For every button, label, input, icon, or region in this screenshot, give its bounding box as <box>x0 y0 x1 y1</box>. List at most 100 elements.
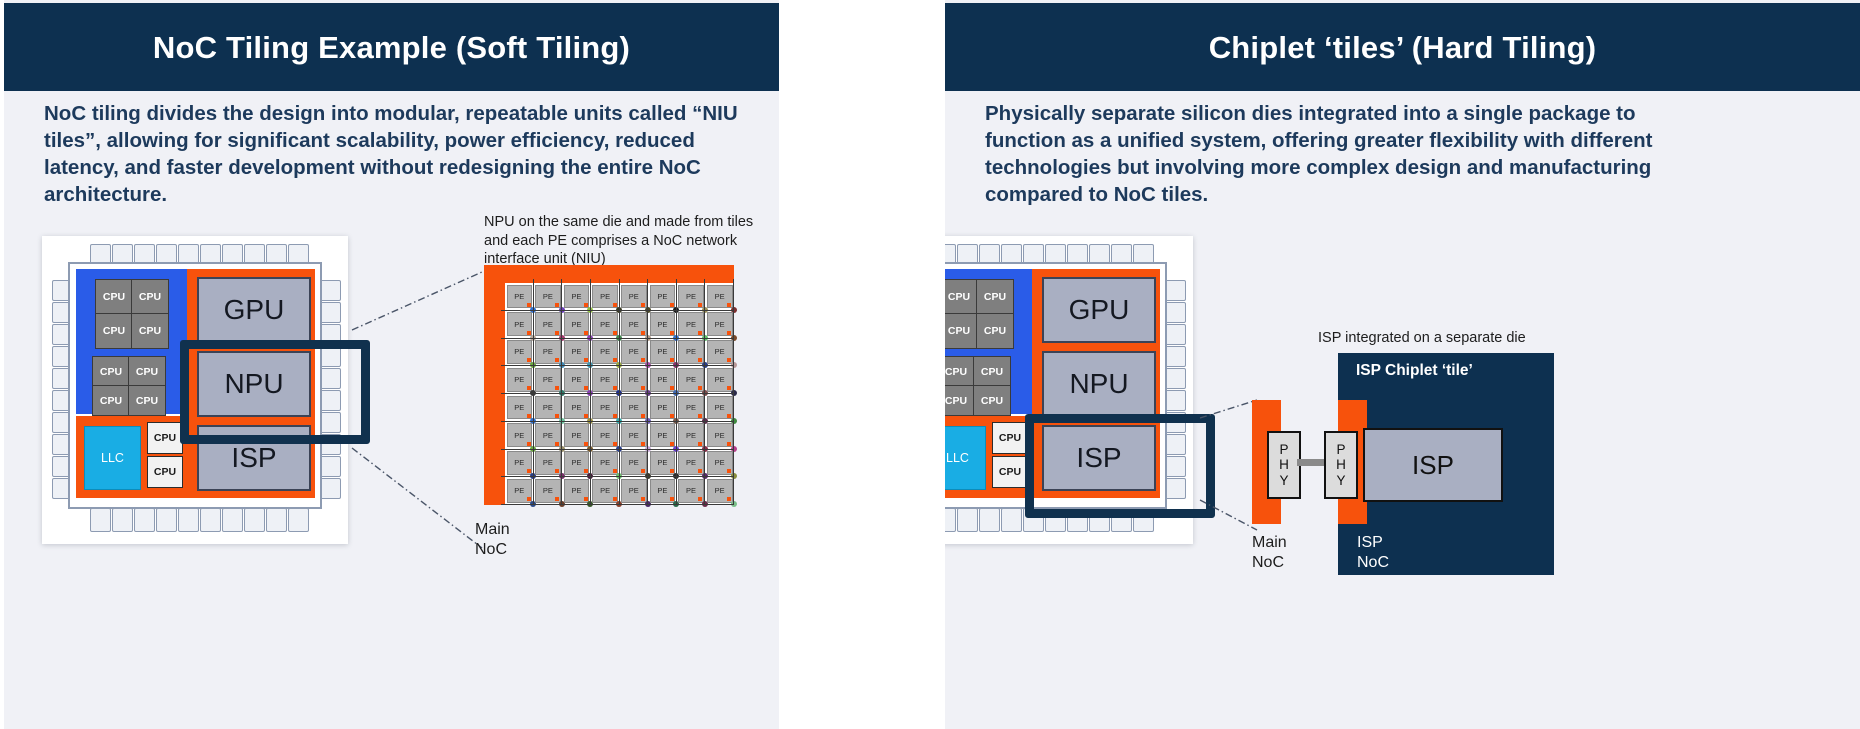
niu-marker <box>698 441 703 446</box>
pe-tile: PE <box>706 451 733 475</box>
pe-tile: PE <box>592 395 618 420</box>
pe-tile: PE <box>649 478 676 503</box>
mesh-link-vertical <box>618 279 620 505</box>
llc-block: LLC <box>945 426 986 490</box>
cpu-core-label: CPU <box>983 325 1007 337</box>
mesh-link-vertical <box>532 279 534 505</box>
package-pad <box>957 508 978 532</box>
niu-marker <box>669 441 674 446</box>
isp-noc-line-1: ISP <box>1357 534 1383 551</box>
pe-tile: PE <box>678 423 704 447</box>
pe-tile: PE <box>678 312 704 336</box>
niu-marker <box>526 386 531 390</box>
niu-marker <box>612 497 617 501</box>
pe-tile: PE <box>706 395 733 420</box>
pe-tile: PE <box>678 451 704 475</box>
niu-marker <box>555 413 560 418</box>
pe-tile: PE <box>621 367 647 392</box>
isp-label: ISP <box>231 442 277 473</box>
right-panel-header: Chiplet ‘tiles’ (Hard Tiling) <box>945 3 1860 91</box>
pe-tile: PE <box>506 367 533 392</box>
pe-tile: PE <box>592 312 618 336</box>
isp-chiplet-label: ISP <box>1412 449 1454 480</box>
niu-marker <box>612 302 617 307</box>
mesh-link-vertical <box>675 279 677 505</box>
cpu-core: CPU <box>128 356 166 387</box>
niu-marker <box>669 386 674 390</box>
pe-tile: PE <box>535 395 561 420</box>
cpu-core-label: CPU <box>102 291 126 303</box>
mesh-link-horizontal <box>501 309 734 311</box>
cpu-core-label: CPU <box>980 394 1004 407</box>
cpu-core-label: CPU <box>135 365 159 378</box>
pe-tile: PE <box>649 340 676 364</box>
niu-marker <box>698 469 703 474</box>
package-pad <box>112 508 133 532</box>
gpu-label: GPU <box>1068 294 1130 325</box>
niu-marker <box>669 358 674 363</box>
niu-marker <box>641 330 646 335</box>
left-soc-diagram: CPU CPU CPU CPU CPU CPU CPU CPU LLC CPU … <box>42 236 370 544</box>
pe-tile: PE <box>678 395 704 420</box>
niu-marker <box>698 386 703 390</box>
cpu-core: CPU <box>945 279 978 315</box>
pe-tile: PE <box>506 478 533 503</box>
isp-chiplet-title: ISP Chiplet ‘tile’ <box>1356 362 1473 379</box>
cpu-small-block: CPU <box>147 422 183 454</box>
main-noc-line-1: Main <box>1252 534 1287 551</box>
mesh-link-horizontal <box>501 420 734 422</box>
niu-marker <box>583 413 588 418</box>
niu-marker <box>727 330 731 335</box>
cpu-small-block: CPU <box>992 422 1028 454</box>
niu-marker <box>526 469 531 474</box>
cpu-core-label: CPU <box>947 325 971 337</box>
cpu-core-label: CPU <box>945 394 968 407</box>
niu-marker <box>612 441 617 446</box>
right-callout-note: ISP integrated on a separate die <box>1318 330 1526 346</box>
niu-marker <box>641 497 646 501</box>
niu-marker <box>555 441 560 446</box>
niu-marker <box>612 413 617 418</box>
pe-tile: PE <box>563 312 590 336</box>
isp-noc-line-2: NoC <box>1357 553 1390 571</box>
package-pad <box>222 508 243 532</box>
pe-tile: PE <box>621 284 647 309</box>
pe-tile: PE <box>621 340 647 364</box>
pe-tile: PE <box>678 367 704 392</box>
pe-tile: PE <box>649 284 676 309</box>
pe-tile: PE <box>649 423 676 447</box>
package-pad <box>90 508 111 532</box>
mesh-link-vertical <box>589 279 591 505</box>
niu-marker <box>583 358 588 363</box>
phy-letter-p: P <box>1279 442 1289 458</box>
pe-tile: PE <box>535 451 561 475</box>
right-main-noc-label: Main NoC <box>1252 533 1287 572</box>
niu-marker <box>727 413 731 418</box>
pe-tile: PE <box>678 340 704 364</box>
cpu-core: CPU <box>973 356 1011 387</box>
left-panel-description: NoC tiling divides the design into modul… <box>44 102 738 207</box>
pe-tile: PE <box>535 478 561 503</box>
mesh-link-vertical <box>561 279 563 505</box>
package-pad <box>266 508 287 532</box>
mesh-link-horizontal <box>501 504 734 505</box>
niu-marker <box>727 497 731 501</box>
cpu-core: CPU <box>95 313 133 349</box>
pe-tile: PE <box>706 340 733 364</box>
package-pad <box>244 508 265 532</box>
package-pad <box>134 508 155 532</box>
phy-interconnect-link <box>1297 459 1324 466</box>
niu-marker <box>583 469 588 474</box>
cpu-small-label: CPU <box>998 466 1022 478</box>
pe-tile: PE <box>621 423 647 447</box>
pe-tile: PE <box>592 284 618 309</box>
niu-marker <box>727 358 731 363</box>
niu-marker <box>526 302 531 307</box>
pe-tile: PE <box>649 367 676 392</box>
mesh-link-vertical <box>733 279 734 505</box>
niu-marker <box>583 302 588 307</box>
left-panel: NoC Tiling Example (Soft Tiling) NoC til… <box>4 0 779 729</box>
niu-marker <box>727 302 731 307</box>
cpu-core: CPU <box>976 279 1014 315</box>
